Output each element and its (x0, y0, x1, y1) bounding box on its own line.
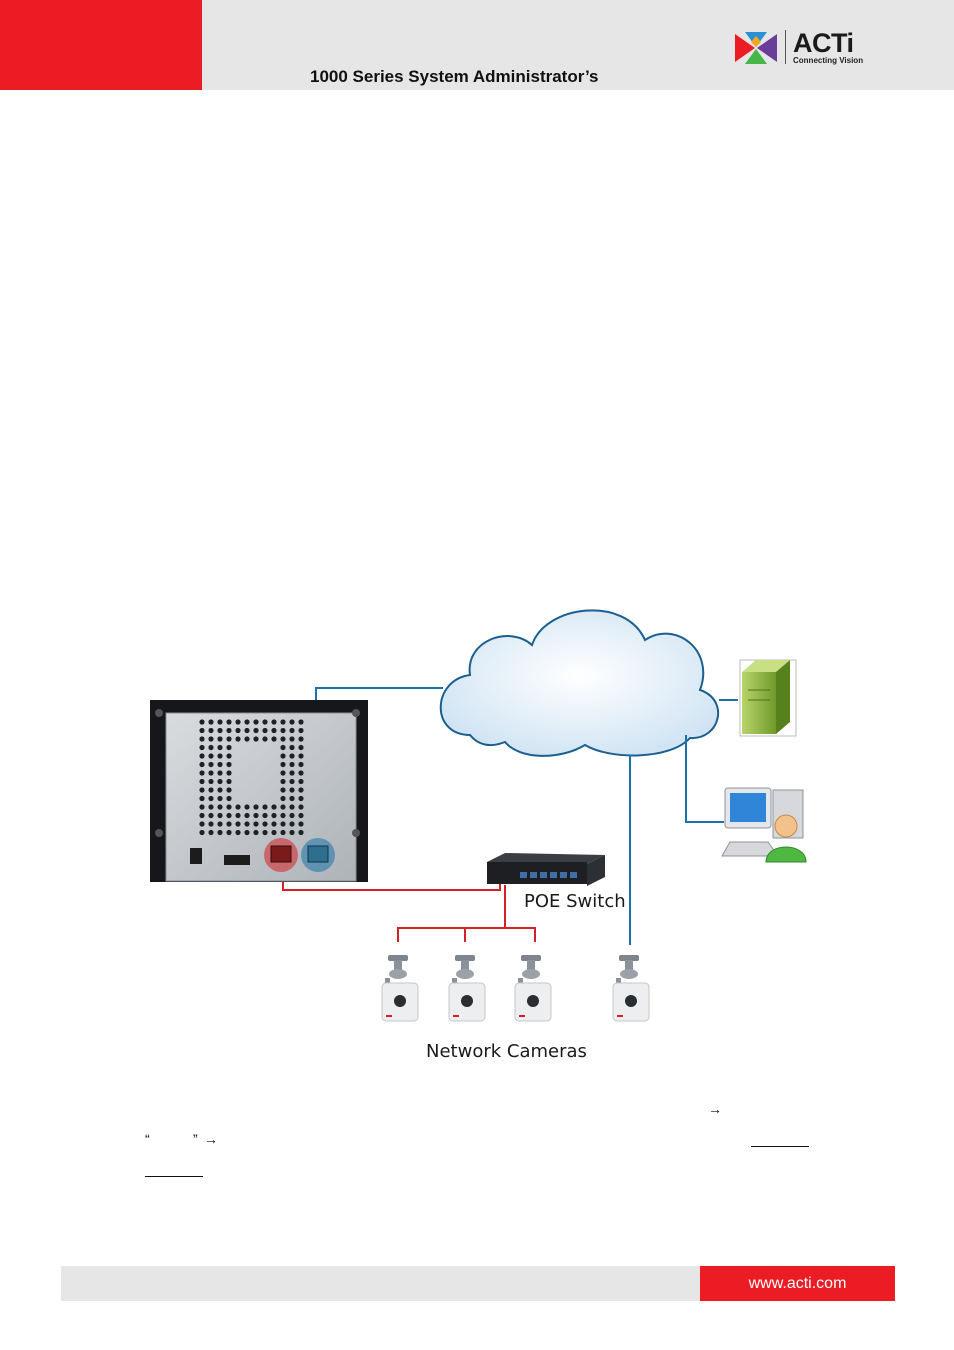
nvr-rear-panel (150, 700, 368, 882)
network-camera-icon (448, 955, 486, 1022)
poe-switch (487, 853, 605, 886)
close-quote: ” (193, 1131, 198, 1147)
brand-name: ACTi (793, 28, 854, 58)
acti-logo-icon (735, 32, 777, 64)
network-camera-icon (612, 955, 650, 1022)
server-icon (739, 659, 797, 737)
brand-tagline: Connecting Vision (793, 56, 864, 65)
poe-switch-label: POE Switch (524, 891, 626, 912)
network-camera-icon (514, 955, 552, 1022)
document-title: 1000 Series System Administrator’s (310, 67, 599, 86)
internet-cloud (439, 609, 719, 757)
open-quote: “ (145, 1131, 150, 1147)
client-workstation-icon (721, 787, 807, 863)
link-underline (145, 1176, 203, 1177)
footer-red-block (700, 1266, 895, 1301)
logo-divider (785, 30, 786, 64)
footer-gray-band (61, 1266, 701, 1301)
network-camera-icon (381, 955, 419, 1022)
network-camera-icons (381, 955, 650, 1022)
arrow-glyph: → (708, 1101, 722, 1117)
header-red-block (0, 0, 202, 90)
footer-website-link[interactable]: www.acti.com (748, 1275, 847, 1292)
network-cameras-label: Network Cameras (426, 1041, 587, 1062)
arrow-glyph: → (204, 1131, 218, 1147)
header-gray-band (202, 0, 954, 90)
link-underline (751, 1146, 809, 1147)
